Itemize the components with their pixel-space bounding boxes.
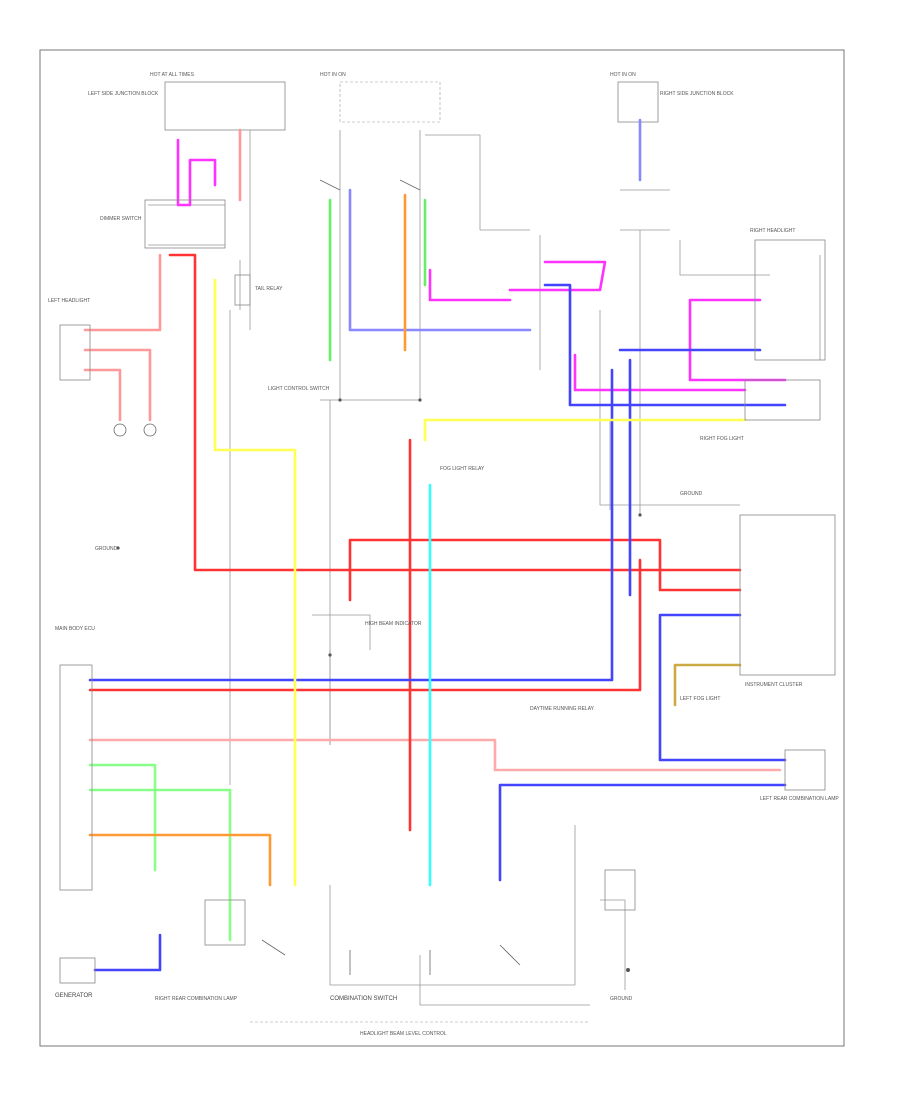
label-ljb: LEFT SIDE JUNCTION BLOCK — [88, 91, 159, 97]
label-light-switch: LIGHT CONTROL SWITCH — [268, 386, 330, 392]
label-high-beam: HIGH BEAM INDICATOR — [365, 621, 422, 627]
top-fuse-row: HOT AT ALL TIMES HOT IN ON HOT IN ON LEF… — [88, 72, 734, 131]
left-bulb-icon — [113, 423, 127, 437]
label-fog-relay: FOG LIGHT RELAY — [440, 466, 485, 472]
label-dimmer: DIMMER SWITCH — [100, 216, 142, 222]
label-combination-switch: COMBINATION SWITCH — [330, 996, 397, 1002]
label-hot-1: HOT AT ALL TIMES — [150, 72, 195, 78]
label-instrument-cluster: INSTRUMENT CLUSTER — [745, 682, 803, 688]
label-rjb: RIGHT SIDE JUNCTION BLOCK — [660, 91, 734, 97]
label-left-headlight: LEFT HEADLIGHT — [48, 298, 90, 304]
generator-box — [59, 957, 96, 984]
label-bottom-relay: RIGHT REAR COMBINATION LAMP — [155, 996, 238, 1002]
right-fog-connector — [744, 379, 821, 421]
right-bottom-relay — [604, 869, 636, 911]
gray-wires — [148, 130, 821, 1006]
colored-wires — [83, 118, 787, 972]
right-headlight-connector — [754, 239, 826, 361]
fuse-box-1 — [164, 81, 286, 131]
label-generator: GENERATOR — [55, 993, 93, 999]
dimmer-switch-box — [144, 199, 226, 249]
fuse-box-3 — [617, 81, 659, 123]
junction-dots — [116, 398, 642, 657]
label-ground-3: GROUND — [610, 996, 633, 1002]
main-body-ecu-box — [59, 664, 93, 891]
right-bulb-icon — [143, 423, 157, 437]
bottom-relay-box — [204, 899, 246, 946]
label-rear-lamp: LEFT REAR COMBINATION LAMP — [760, 796, 839, 802]
ground-symbol — [626, 968, 630, 972]
label-main-body-ecu: MAIN BODY ECU — [55, 626, 95, 632]
label-beam-level: HEADLIGHT BEAM LEVEL CONTROL — [360, 1031, 447, 1037]
label-hot-3: HOT IN ON — [610, 72, 636, 78]
label-ground-1: GROUND — [95, 546, 118, 552]
instrument-cluster-box — [739, 514, 836, 676]
switch-symbol-1 — [319, 179, 421, 191]
fuse-box-2 — [339, 81, 441, 123]
tail-relay-box — [234, 274, 251, 306]
rear-lamp-connector — [784, 749, 826, 791]
label-left-fog: LEFT FOG LIGHT — [680, 696, 720, 702]
label-drl-relay: DAYTIME RUNNING RELAY — [530, 706, 595, 712]
label-hot-2: HOT IN ON — [320, 72, 346, 78]
label-right-fog: RIGHT FOG LIGHT — [700, 436, 744, 442]
switch-symbol-2 — [261, 939, 521, 975]
components: DIMMER SWITCH LEFT HEADLIGHT GROUND TAIL… — [48, 179, 839, 1037]
label-tail-relay: TAIL RELAY — [255, 286, 283, 292]
label-ground-2: GROUND — [680, 491, 703, 497]
diagram-frame — [39, 49, 845, 1047]
left-headlight-connector — [59, 324, 91, 381]
label-right-headlight: RIGHT HEADLIGHT — [750, 228, 795, 234]
